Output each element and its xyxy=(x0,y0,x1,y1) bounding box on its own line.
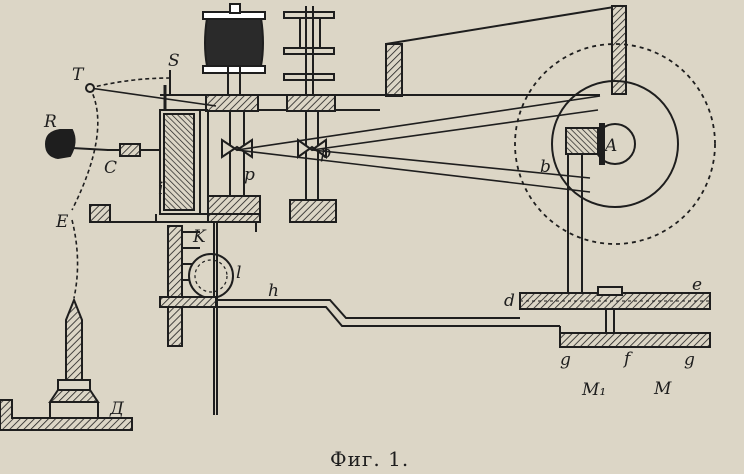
cop-and-base xyxy=(0,297,133,431)
thread-path xyxy=(71,77,171,299)
label-p1: p xyxy=(244,165,255,185)
thread-spool xyxy=(202,3,266,95)
label-f: f xyxy=(622,349,633,369)
label-c: C xyxy=(104,158,117,178)
spindle-left xyxy=(207,111,261,223)
label-l: l xyxy=(236,263,241,283)
diagram-labels: S T R C i E p p A b K l h d e g f g M₁ M… xyxy=(43,51,702,419)
label-p2: p xyxy=(320,143,331,163)
label-g1: g xyxy=(560,350,571,370)
label-m: M xyxy=(653,379,672,399)
label-b: b xyxy=(540,157,551,177)
guide-roller xyxy=(44,129,109,160)
label-r: R xyxy=(43,112,57,132)
vertical-shaft xyxy=(567,154,615,346)
spindle-right xyxy=(289,111,337,223)
label-m1: M₁ xyxy=(581,380,606,400)
label-e-gear: e xyxy=(692,275,702,295)
label-k: K xyxy=(192,227,207,247)
label-g2: g xyxy=(684,350,695,370)
main-pulley xyxy=(514,43,716,245)
label-e: E xyxy=(55,212,69,232)
top-bracket xyxy=(385,4,627,97)
lever-h xyxy=(159,296,561,333)
gear-disks xyxy=(519,286,711,348)
upper-frame-bar xyxy=(160,94,600,112)
label-d: d xyxy=(504,291,515,311)
figure-caption: Фиг. 1. xyxy=(330,447,409,471)
rack-and-pinion xyxy=(167,222,234,415)
label-d-cyr: Д xyxy=(109,399,125,419)
label-h: h xyxy=(268,281,279,301)
label-i: i xyxy=(158,179,163,199)
eyelet-t xyxy=(85,83,95,93)
drive-belts xyxy=(236,95,601,193)
thread-line xyxy=(89,87,217,107)
second-spool xyxy=(283,6,335,95)
label-t: T xyxy=(72,65,85,85)
label-s: S xyxy=(168,51,180,71)
label-a: A xyxy=(603,136,617,156)
left-frame xyxy=(89,85,260,232)
